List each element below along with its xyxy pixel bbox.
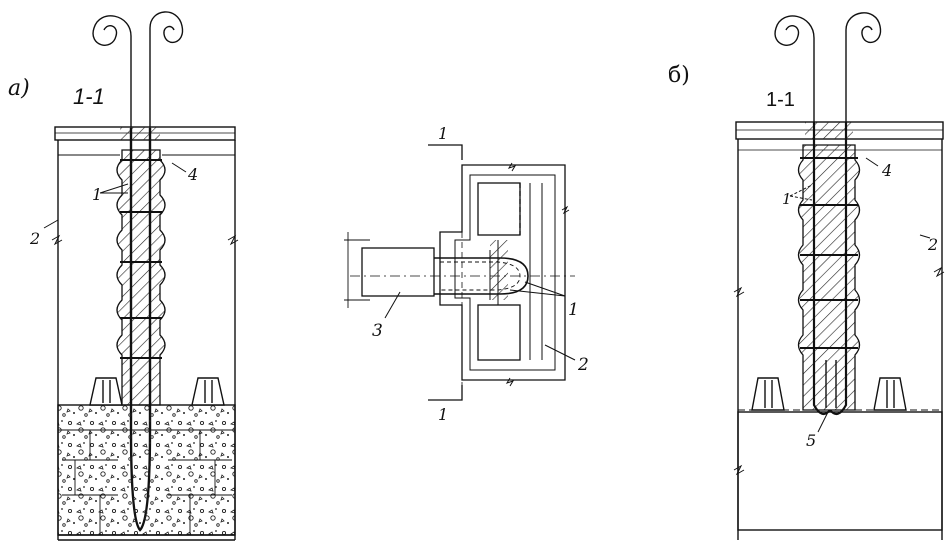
panel-b-callout-4: 4 (881, 161, 892, 180)
panel-b-callout-2: 2 (927, 235, 938, 254)
panel-upper-block (477, 182, 521, 236)
section-cut-top (428, 144, 463, 160)
plan-callout-3: 3 (372, 321, 383, 341)
slab-rib-right (191, 377, 225, 406)
panel-a-callout-2: 2 (29, 229, 40, 248)
tie-panel-3 (361, 247, 435, 297)
section-cut-bottom (428, 385, 463, 401)
foundation-block-b (737, 411, 943, 531)
slab-rib-left (89, 377, 123, 406)
panel-b-section-label: 1-1 (766, 89, 795, 111)
slab-rib-right-b (873, 377, 907, 411)
panel-a-callout-4: 4 (187, 165, 198, 184)
plan-callout-2: 2 (577, 355, 589, 375)
plan-cut-label-top: 1 (438, 124, 448, 143)
plan-callout-1: 1 (568, 300, 579, 320)
panel-a-section-label: 1-1 (73, 84, 105, 109)
spiral-hook-left-b (774, 15, 815, 122)
panel-b-callout-1: 1 (782, 190, 792, 208)
panel-a-callout-1: 1 (92, 185, 102, 204)
grouted-joint-b (797, 144, 861, 411)
spiral-hook-left (92, 15, 132, 128)
panel-b (733, 12, 945, 540)
loop-connection (434, 257, 529, 295)
spiral-hook-right (149, 11, 184, 128)
panel-b-letter: б) (668, 63, 690, 88)
slab-rib-left-b (751, 377, 785, 411)
panel-a (43, 11, 239, 541)
panel-lower-block (477, 304, 521, 361)
panel-a-letter: а) (8, 76, 30, 101)
panel-b-callout-5: 5 (806, 431, 816, 450)
spiral-hook-right-b (845, 12, 882, 122)
wall-junction-outline (439, 164, 566, 381)
plan-cut-label-bottom: 1 (438, 405, 448, 424)
plan-view (344, 144, 576, 401)
grouted-joint (116, 149, 166, 406)
foundation-block (57, 404, 236, 536)
